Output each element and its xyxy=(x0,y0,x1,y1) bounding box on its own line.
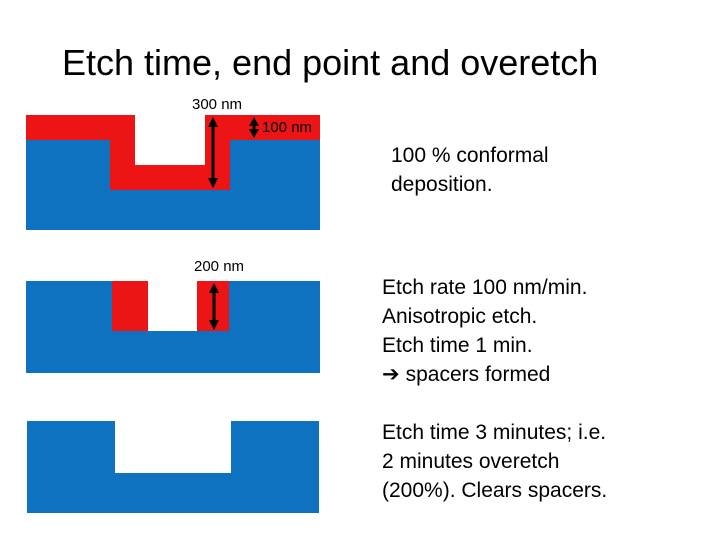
note-line: Etch time 1 min. xyxy=(382,334,533,357)
note-line: Etch time 3 minutes; i.e. xyxy=(382,421,607,444)
measure-arrow-200nm xyxy=(209,283,219,330)
measure-arrow-100nm xyxy=(249,117,259,138)
spacer-left-shape xyxy=(112,281,148,331)
label-trench-depth: 300 nm xyxy=(192,96,243,113)
note-line: Etch rate 100 nm/min. xyxy=(382,276,588,299)
note-etch-parameters: Etch rate 100 nm/min. Anisotropic etch. … xyxy=(382,273,587,389)
film-red-shape xyxy=(26,115,320,190)
note-line: 100 % conformal xyxy=(391,144,549,167)
label-spacer-height: 200 nm xyxy=(194,258,245,275)
note-line-text: spacers formed xyxy=(405,363,551,386)
arrow-right-icon: ➔ xyxy=(382,362,400,386)
note-line: ➔spacers formed xyxy=(382,360,587,389)
note-line: Anisotropic etch. xyxy=(382,305,538,328)
note-line: deposition. xyxy=(391,173,493,196)
note-conformal-deposition: 100 % conformal deposition. xyxy=(391,141,549,199)
substrate-blue-shape xyxy=(26,140,320,230)
measure-arrow-300nm xyxy=(208,117,218,188)
note-overetch: Etch time 3 minutes; i.e. 2 minutes over… xyxy=(382,418,607,505)
slide-title: Etch time, end point and overetch xyxy=(62,42,599,83)
diagram-conformal-deposition xyxy=(26,115,320,230)
diagram-spacers-cleared xyxy=(27,421,319,513)
diagram-spacers-formed xyxy=(26,281,320,373)
note-line: 2 minutes overetch xyxy=(382,450,560,473)
note-line: (200%). Clears spacers. xyxy=(382,479,608,502)
label-film-thickness: 100 nm xyxy=(262,119,313,136)
substrate-blue-shape xyxy=(27,421,319,513)
substrate-blue-shape xyxy=(26,281,320,373)
